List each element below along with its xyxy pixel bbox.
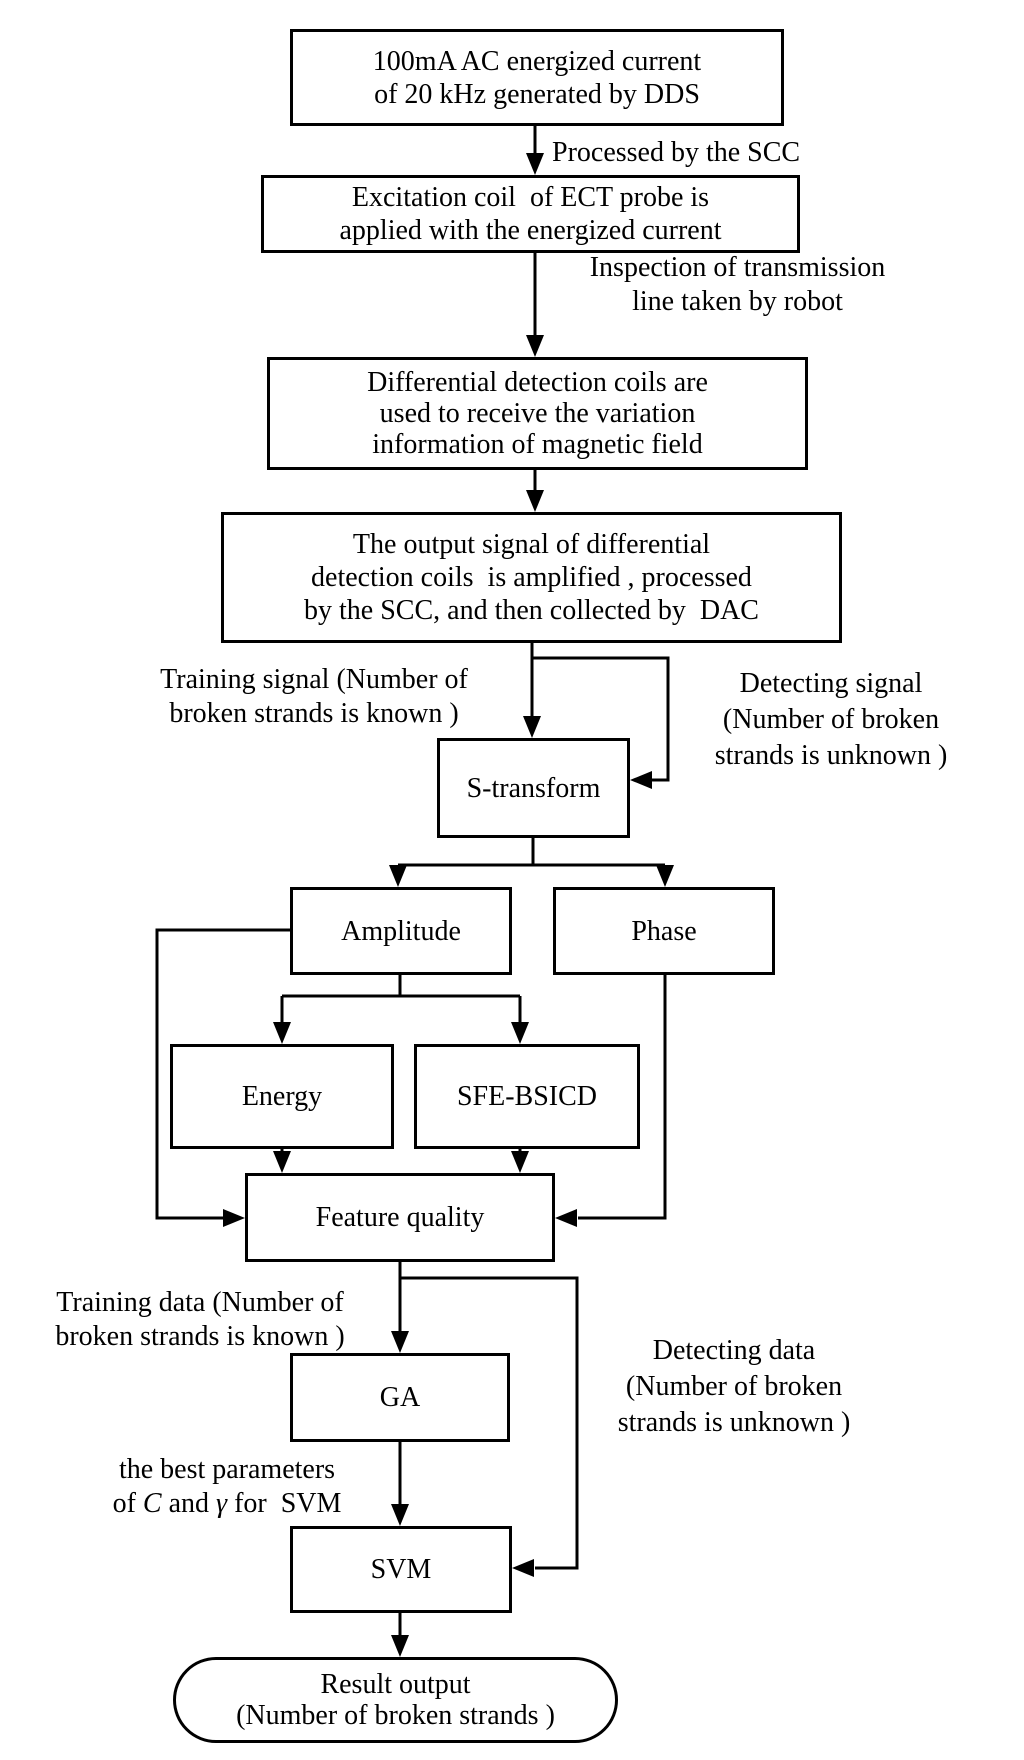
- arrowhead-featurequality-ga: [391, 1331, 409, 1353]
- node-svm: SVM: [290, 1526, 512, 1613]
- node-amplitude-text: Amplitude: [341, 915, 461, 947]
- node-energy: Energy: [170, 1044, 394, 1149]
- label-detecting-signal-line3: strands is unknown ): [714, 740, 948, 771]
- label-best-parameters-line1: the best parameters: [118, 1454, 336, 1485]
- label-best-parameters-part3: for SVM: [227, 1488, 342, 1519]
- arrowhead-detecting-branch-stransform: [630, 771, 652, 789]
- arrowhead-split-phase: [656, 865, 674, 887]
- arrowhead-excitation-detection: [526, 335, 544, 357]
- label-best-parameters-part2: and: [161, 1488, 217, 1519]
- label-inspection-line2: line taken by robot: [632, 286, 843, 317]
- label-training-data-line1: Training data (Number of: [56, 1287, 344, 1318]
- arrowhead-output-stransform: [523, 716, 541, 738]
- arrowhead-energy-featurequality: [273, 1151, 291, 1173]
- node-ga-text: GA: [379, 1382, 421, 1413]
- label-detecting-data-line3: strands is unknown ): [617, 1407, 851, 1438]
- node-excitation-text-line1: Excitation coil of ECT probe is: [351, 182, 710, 213]
- node-svm-text: SVM: [370, 1554, 432, 1585]
- edge-phase-featurequality-bypass: [578, 975, 667, 1220]
- node-ga: GA: [290, 1353, 510, 1442]
- label-inspection-line1: Inspection of transmission: [589, 252, 886, 283]
- node-detection-text-line3: information of magnetic field: [372, 429, 703, 460]
- edge-stransform-split: [398, 838, 665, 867]
- node-output-text-line3: by the SCC, and then collected by DAC: [304, 595, 759, 626]
- edge-featurequality-svm-detecting-branch: [400, 1276, 579, 1570]
- label-processed-by-scc-text: Processed by the SCC: [552, 137, 801, 168]
- arrowhead-svm-result: [391, 1635, 409, 1657]
- node-detection-text-line2: used to receive the variation: [379, 398, 696, 429]
- arrowhead-sfe-featurequality: [511, 1151, 529, 1173]
- edge-output-stransform-detecting-branch: [532, 656, 670, 782]
- arrowhead-detection-output: [526, 490, 544, 512]
- node-amplitude: Amplitude: [290, 887, 512, 975]
- node-detection-text-line1: Differential detection coils are: [367, 367, 708, 398]
- arrowhead-detecting-branch-svm: [512, 1559, 534, 1577]
- node-energy-text: Energy: [241, 1081, 323, 1112]
- node-dds-text-line1: 100mA AC energized current: [372, 45, 702, 77]
- label-training-data-line2: broken strands is known ): [55, 1321, 345, 1352]
- label-detecting-signal-line1: Detecting signal: [739, 668, 923, 699]
- arrowhead-phase-featurequality: [555, 1209, 577, 1227]
- edge-amplitude-featurequality-bypass: [155, 928, 290, 1220]
- node-feature-quality-text: Feature quality: [315, 1202, 485, 1233]
- node-phase: Phase: [553, 887, 775, 975]
- label-best-parameters-line2: of C and γ for SVM: [58, 1487, 396, 1521]
- arrowhead-split-amplitude: [389, 865, 407, 887]
- node-excitation-text-line2: applied with the energized current: [339, 215, 722, 246]
- node-dds-text-line2: of 20 kHz generated by DDS: [374, 78, 700, 110]
- arrowhead-dds-excitation: [526, 153, 544, 175]
- label-training-signal-line1: Training signal (Number of: [160, 664, 468, 695]
- node-sfe-bsicd-text: SFE-BSICD: [456, 1081, 598, 1112]
- node-s-transform: S-transform: [437, 738, 630, 838]
- node-sfe-bsicd: SFE-BSICD: [414, 1044, 640, 1149]
- node-feature-quality: Feature quality: [245, 1173, 555, 1262]
- label-detecting-data-line1: Detecting data: [652, 1335, 816, 1366]
- label-best-parameters-c-symbol: C: [142, 1488, 162, 1519]
- node-phase-text: Phase: [631, 915, 697, 947]
- arrowhead-split-energy: [273, 1022, 291, 1044]
- arrowhead-amplitude-featurequality: [223, 1209, 245, 1227]
- edge-amplitude-split: [280, 975, 522, 1023]
- label-processed-by-scc: Processed by the SCC: [552, 136, 932, 170]
- label-best-parameters-gamma-symbol: γ: [216, 1488, 228, 1519]
- label-training-signal-line2: broken strands is known ): [169, 698, 459, 729]
- label-best-parameters-part1: of: [112, 1488, 143, 1519]
- node-result-text-line2: (Number of broken strands ): [236, 1700, 555, 1731]
- node-output-text-line2: detection coils is amplified , processed: [311, 562, 752, 593]
- label-detecting-data: Detecting data (Number of broken strands i…: [578, 1333, 890, 1441]
- arrowhead-split-sfe: [511, 1022, 529, 1044]
- arrowhead-ga-svm: [391, 1504, 409, 1526]
- label-detecting-signal-line2: (Number of broken: [722, 704, 940, 735]
- node-result-output: Result output(Number of broken strands ): [173, 1657, 618, 1743]
- label-detecting-data-line2: (Number of broken: [625, 1371, 843, 1402]
- node-result-text-line1: Result output: [320, 1669, 471, 1700]
- label-detecting-signal: Detecting signal (Number of broken strands…: [672, 666, 990, 774]
- node-s-transform-text: S-transform: [466, 772, 601, 804]
- node-output-text-line1: The output signal of differential: [352, 529, 711, 560]
